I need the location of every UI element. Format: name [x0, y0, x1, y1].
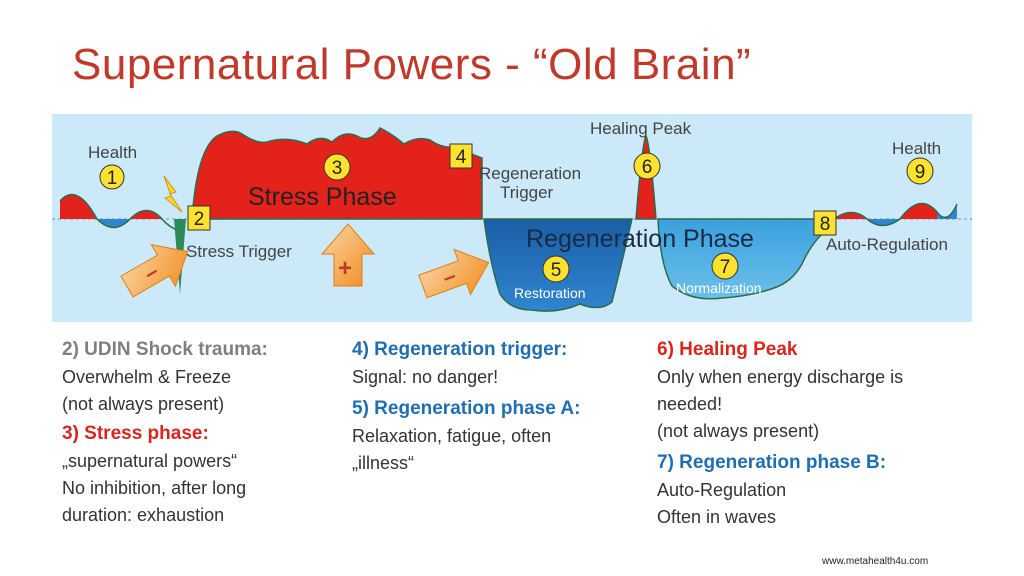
minus-arrow-center: –: [418, 248, 490, 299]
label-regeneration-trigger-1: Regeneration: [479, 164, 581, 183]
marker-5: 5: [542, 255, 570, 283]
heading-regeneration-trigger: 4) Regeneration trigger:: [352, 339, 568, 360]
heading-regeneration-phase-a: 5) Regeneration phase A:: [352, 398, 581, 419]
label-auto-regulation: Auto-Regulation: [826, 235, 948, 254]
marker-9: 9: [906, 157, 934, 185]
heading-healing-peak: 6) Healing Peak: [657, 339, 798, 360]
text-illness: „illness“: [352, 453, 415, 473]
explanation-column-right: 6) Healing Peak Only when energy dischar…: [657, 334, 957, 531]
text-overwhelm: Overwhelm & Freeze: [62, 367, 232, 387]
marker-7: 7: [711, 252, 739, 280]
svg-text:1: 1: [107, 168, 118, 189]
text-energy-discharge: Only when energy discharge is: [657, 367, 904, 387]
marker-3: 3: [323, 153, 351, 181]
svg-text:6: 6: [642, 157, 653, 178]
health-wave-blue-right: [937, 204, 957, 219]
text-no-danger: Signal: no danger!: [352, 367, 499, 387]
label-healing-peak: Healing Peak: [590, 119, 692, 138]
label-restoration: Restoration: [514, 285, 586, 301]
stress-regeneration-diagram: – + – 1 2 3 4 5 6 7 8 9: [52, 114, 972, 322]
svg-text:5: 5: [551, 260, 562, 281]
svg-text:4: 4: [456, 147, 467, 168]
text-supernatural: „supernatural powers“: [62, 451, 238, 471]
svg-text:9: 9: [915, 162, 926, 183]
explanation-column-left: 2) UDIN Shock trauma: Overwhelm & Freeze…: [62, 334, 332, 529]
heading-regeneration-phase-b: 7) Regeneration phase B:: [657, 452, 887, 473]
text-not-always-left: (not always present): [62, 394, 225, 414]
svg-text:8: 8: [820, 214, 831, 235]
text-auto-regulation: Auto-Regulation: [657, 480, 787, 500]
marker-2: 2: [187, 205, 211, 231]
label-regeneration-trigger-2: Trigger: [500, 183, 554, 202]
text-relaxation: Relaxation, fatigue, often: [352, 426, 552, 446]
minus-arrow-left: –: [120, 244, 189, 298]
plus-arrow-up: +: [320, 223, 376, 287]
svg-text:7: 7: [720, 257, 731, 278]
svg-text:2: 2: [194, 209, 205, 230]
text-not-always-right: (not always present): [657, 421, 820, 441]
label-normalization: Normalization: [676, 280, 762, 296]
marker-6: 6: [633, 152, 661, 180]
health-wave-red-right: [900, 203, 937, 219]
plus-sign: +: [338, 255, 352, 282]
label-stress-trigger: Stress Trigger: [186, 242, 292, 261]
svg-text:3: 3: [332, 158, 343, 179]
heading-stress-phase: 3) Stress phase:: [62, 423, 209, 444]
health-wave-red-left: [60, 194, 97, 219]
marker-1: 1: [99, 164, 125, 190]
health-wave-line-left: [59, 193, 179, 231]
explanation-column-middle: 4) Regeneration trigger: Signal: no dang…: [352, 334, 642, 477]
text-needed: needed!: [657, 394, 723, 414]
slide-title: Supernatural Powers - “Old Brain”: [72, 40, 752, 89]
text-waves: Often in waves: [657, 507, 777, 527]
heading-udin-shock: 2) UDIN Shock trauma:: [62, 339, 268, 360]
health-wave-line-right: [833, 202, 958, 227]
label-stress-phase: Stress Phase: [248, 183, 397, 211]
label-health-left: Health: [88, 143, 137, 162]
marker-8: 8: [813, 210, 837, 236]
text-no-inhibition: No inhibition, after long: [62, 478, 247, 498]
marker-4: 4: [449, 143, 473, 169]
lightning-bolt-icon: [163, 175, 183, 213]
label-regeneration-phase: Regeneration Phase: [526, 225, 754, 253]
footer-url: www.metahealth4u.com: [822, 556, 929, 567]
text-exhaustion: duration: exhaustion: [62, 505, 225, 525]
label-health-right: Health: [892, 139, 941, 158]
